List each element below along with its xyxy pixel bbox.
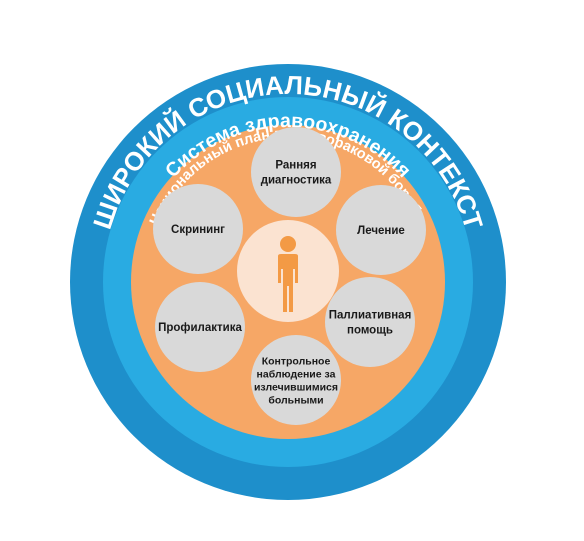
node-label-line: помощь [347,325,393,337]
node-label-treatment: Лечение [357,225,405,237]
node-label-screening: Скрининг [171,224,225,236]
node-circle-palliative-care [325,277,415,367]
node-label-line: Скрининг [171,224,225,236]
node-label-line: наблюдение за [257,369,336,381]
node-label-line: Контрольное [262,356,331,368]
node-circle-screening [153,184,243,274]
node-circle-early-diagnosis [251,127,341,217]
node-label-line: Паллиативная [329,310,412,322]
node-label-line: Ранняя [275,160,316,172]
person-icon [278,236,298,312]
node-label-line: диагностика [261,175,332,187]
node-circle-treatment [336,185,426,275]
node-label-line: излечившимися [254,382,338,394]
node-circle-prevention [155,282,245,372]
node-circle-follow-up [251,335,341,425]
node-label-line: Профилактика [158,322,242,334]
node-label-palliative-care: Паллиативная помощь [329,310,412,337]
node-label-line: больными [268,395,323,407]
node-label-prevention: Профилактика [158,322,242,334]
node-label-line: Лечение [357,225,405,237]
node-label-early-diagnosis: Ранняя диагностика [261,160,332,187]
